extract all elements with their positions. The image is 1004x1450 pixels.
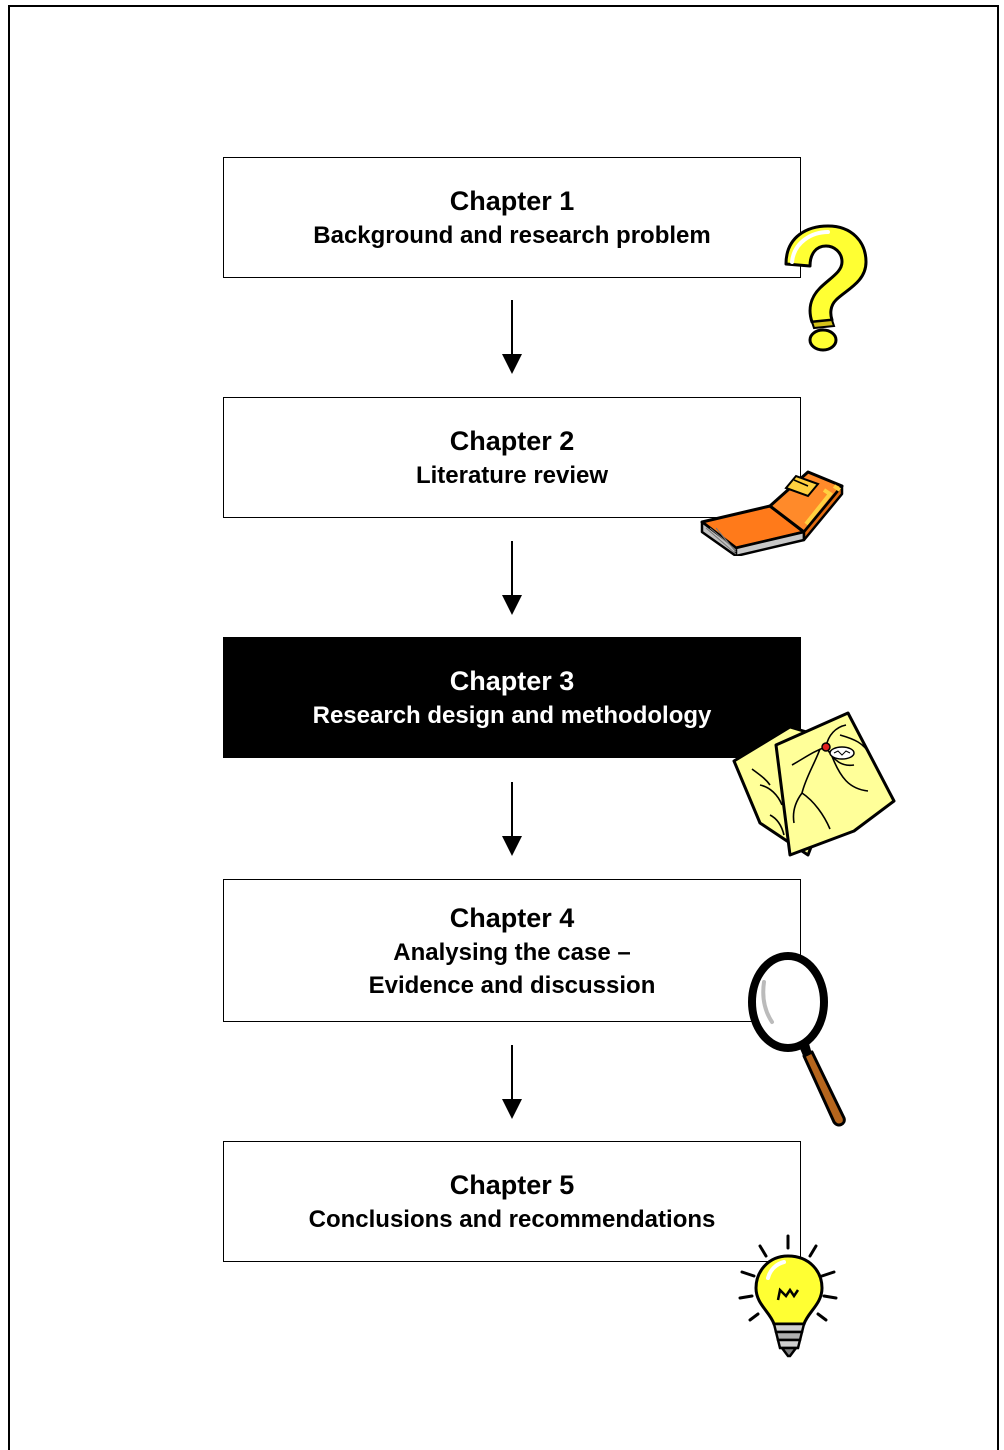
chapter-3-title: Chapter 3	[449, 666, 575, 696]
chapter-4-box: Chapter 4 Analysing the case – Evidence …	[223, 879, 801, 1022]
chapter-2-title: Chapter 2	[449, 426, 575, 456]
arrow-1-to-2	[500, 300, 524, 374]
question-mark-icon	[784, 224, 868, 352]
chapter-4-line-1: Analysing the case –	[393, 938, 631, 966]
chapter-2-subtitle: Literature review	[415, 462, 609, 489]
chapter-1-box: Chapter 1 Background and research proble…	[223, 157, 801, 278]
chapter-5-title: Chapter 5	[449, 1170, 575, 1200]
chapter-4-title: Chapter 4	[449, 902, 575, 933]
arrow-2-to-3	[500, 541, 524, 615]
chapter-5-subtitle: Conclusions and recommendations	[308, 1206, 716, 1233]
map-icon	[732, 711, 896, 857]
chapter-4-line-2: Evidence and discussion	[368, 971, 656, 999]
book-icon	[700, 470, 844, 556]
arrow-3-to-4	[500, 782, 524, 856]
magnifying-glass-icon	[748, 952, 846, 1127]
chapter-3-subtitle: Research design and methodology	[312, 702, 712, 729]
light-bulb-icon	[738, 1234, 838, 1358]
arrow-4-to-5	[500, 1045, 524, 1119]
chapter-5-box: Chapter 5 Conclusions and recommendation…	[223, 1141, 801, 1262]
chapter-1-subtitle: Background and research problem	[313, 222, 711, 249]
chapter-3-box: Chapter 3 Research design and methodolog…	[223, 637, 801, 758]
chapter-2-box: Chapter 2 Literature review	[223, 397, 801, 518]
chapter-1-title: Chapter 1	[449, 186, 575, 216]
page-frame	[8, 5, 999, 1450]
